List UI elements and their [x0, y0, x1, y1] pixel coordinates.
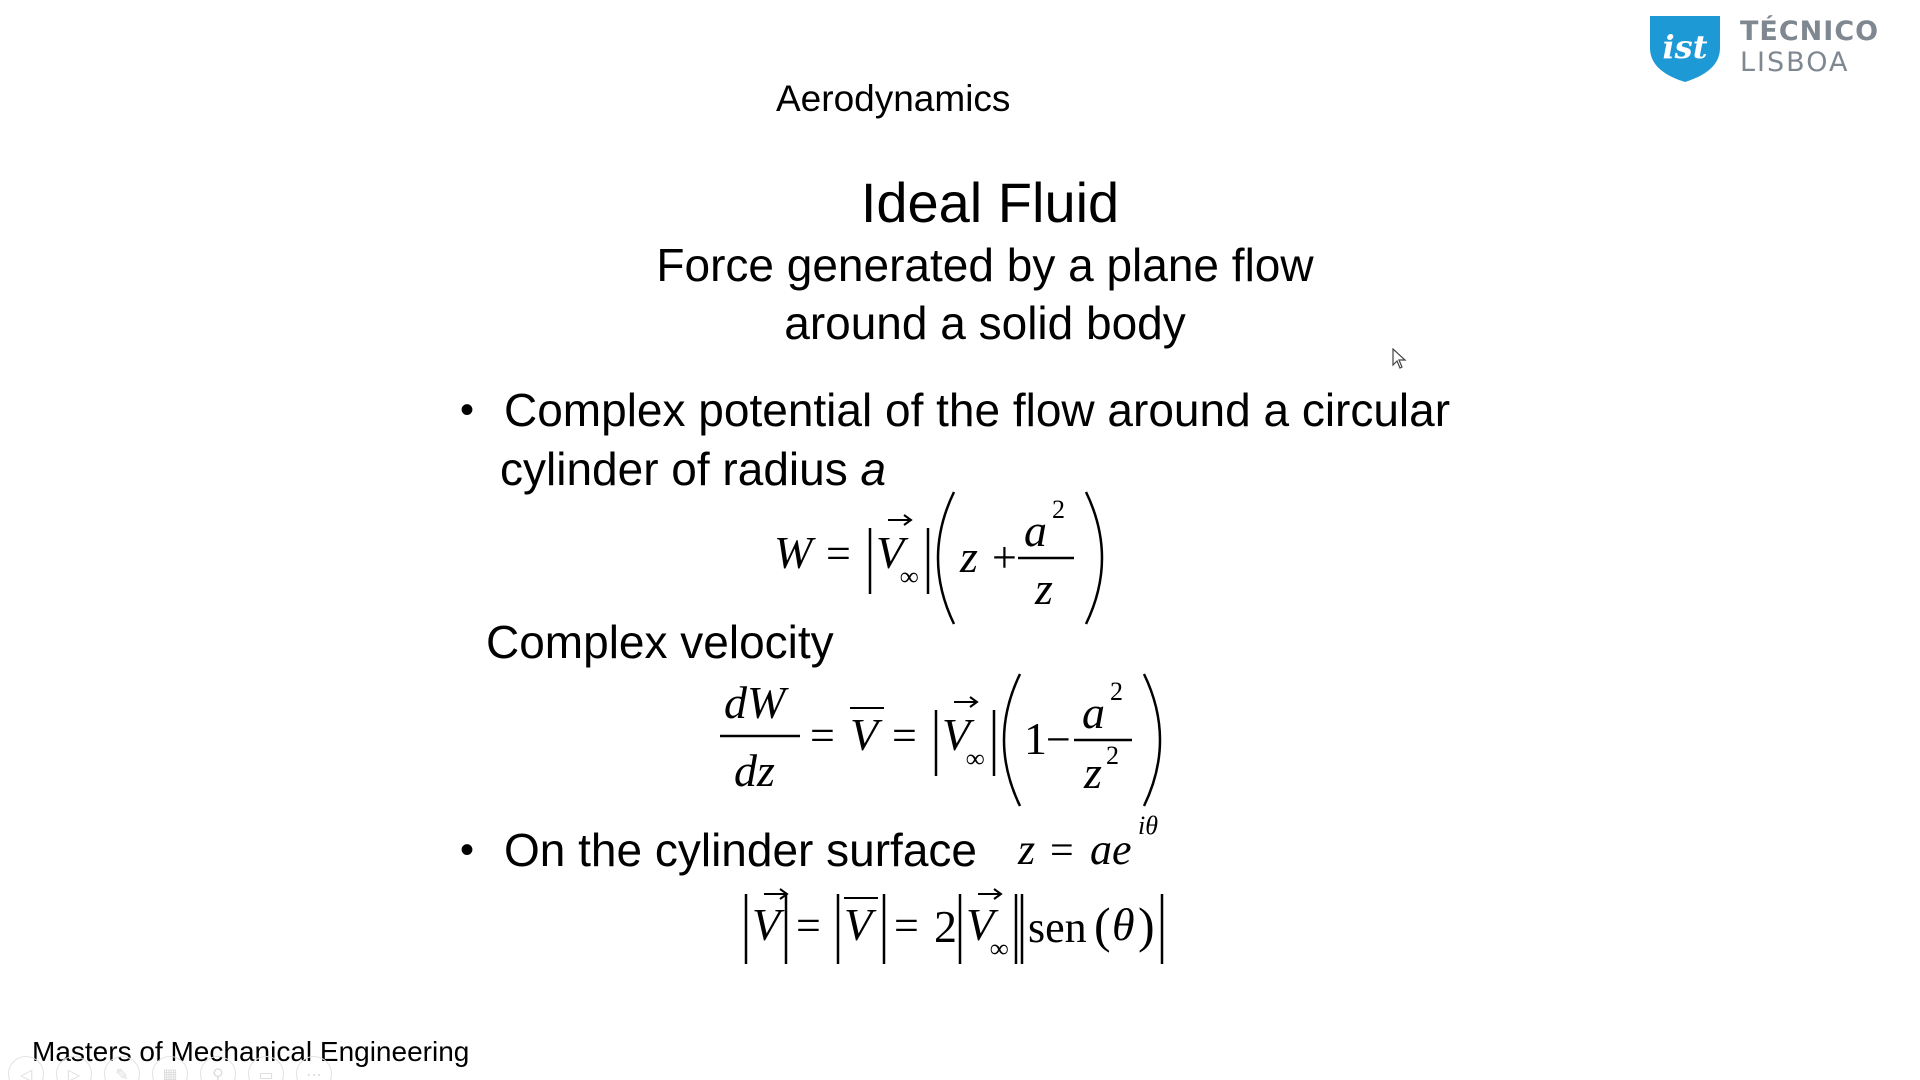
eq2-numerator-a: a [1082, 687, 1105, 738]
eq3-ae: ae [1090, 825, 1132, 874]
bullet-marker-2: • [460, 828, 475, 872]
eq1-equals: = [826, 529, 851, 578]
course-title: Aerodynamics [776, 78, 1011, 119]
eq4-sen: sen [1028, 903, 1087, 952]
svg-text:ist: ist [1663, 28, 1708, 66]
svg-text:): ) [1138, 897, 1155, 953]
eq1-z: z [959, 531, 978, 582]
eq4-two: 2 [934, 901, 957, 952]
slides-icon[interactable]: ▦ [152, 1056, 188, 1080]
ist-shield-icon: ist [1650, 16, 1720, 82]
eq4-velocity: V [752, 899, 785, 950]
bullet1-line-1: Complex potential of the flow around a c… [504, 384, 1451, 436]
eq1-lhs: W [774, 527, 816, 578]
bullet1-line-2: cylinder of radius a [500, 442, 886, 496]
equation-complex-potential: W = V ∞ z + a 2 z [774, 491, 1104, 625]
mouse-cursor-icon [1392, 348, 1407, 369]
bullet2-text: On the cylinder surface [504, 824, 978, 876]
eq2-numerator: dW [724, 677, 789, 728]
eq1-denominator: z [1034, 563, 1053, 614]
eq2-denominator: dz [734, 745, 775, 796]
zoom-icon[interactable]: ⚲ [200, 1056, 236, 1080]
eq2-velocity: V [942, 709, 975, 760]
eq4-theta: θ [1112, 899, 1135, 950]
equation-surface: z = ae iθ [1017, 811, 1158, 874]
eq4-equals-1: = [796, 901, 821, 950]
eq4-conjugate-velocity: V [844, 899, 877, 950]
eq3-exponent: iθ [1138, 811, 1158, 840]
eq1-exponent: 2 [1052, 495, 1065, 524]
eq1-plus: + [992, 533, 1017, 582]
eq2-equals-2: = [892, 711, 917, 760]
equation-velocity-magnitude: V = V = 2 V ∞ sen ( θ ) [744, 888, 1164, 964]
complex-velocity-label: Complex velocity [486, 616, 834, 668]
footer-text: Masters of Mechanical Engineering [32, 1036, 470, 1067]
eq2-num-exponent: 2 [1110, 677, 1123, 706]
logo-word-lisboa: LISBOA [1740, 47, 1850, 78]
eq2-one: 1 [1024, 713, 1047, 764]
svg-text:(: ( [1094, 897, 1111, 953]
eq4-equals-2: = [894, 901, 919, 950]
pen-icon[interactable]: ✎ [104, 1056, 140, 1080]
prev-icon[interactable]: ◁ [8, 1056, 44, 1080]
eq3-z: z [1017, 825, 1035, 874]
equation-complex-velocity: dW dz = V = V ∞ 1 − a 2 z 2 [720, 673, 1162, 807]
subtitle-line-2: around a solid body [784, 297, 1186, 349]
bullet1-line-2-text: cylinder of radius [500, 443, 848, 495]
eq1-velocity: V [876, 527, 909, 578]
bullet-marker: • [460, 388, 475, 432]
eq2-conjugate-velocity: V [850, 709, 883, 760]
eq2-den-exponent: 2 [1106, 741, 1119, 770]
eq2-minus: − [1046, 715, 1071, 764]
more-icon[interactable]: ⋯ [296, 1056, 332, 1080]
eq1-infinity-sub: ∞ [900, 562, 919, 591]
eq4-velocity-inf: V [966, 899, 999, 950]
subtitle-line-1: Force generated by a plane flow [656, 239, 1314, 291]
eq3-equals: = [1050, 828, 1074, 874]
radius-variable: a [860, 443, 887, 495]
subtitles-icon[interactable]: ▭ [248, 1056, 284, 1080]
eq2-equals-1: = [810, 711, 835, 760]
eq4-infinity-sub: ∞ [990, 934, 1009, 963]
logo-word-tecnico: TÉCNICO [1740, 16, 1880, 47]
eq2-denominator-z: z [1083, 747, 1102, 798]
slide-title: Ideal Fluid [860, 171, 1120, 234]
eq2-infinity-sub: ∞ [966, 744, 985, 773]
next-icon[interactable]: ▷ [56, 1056, 92, 1080]
logo: ist TÉCNICO LISBOA [1648, 12, 1878, 84]
slideshow-toolbar: ◁ ▷ ✎ ▦ ⚲ ▭ ⋯ [8, 1056, 338, 1080]
eq1-numerator-a: a [1024, 505, 1047, 556]
